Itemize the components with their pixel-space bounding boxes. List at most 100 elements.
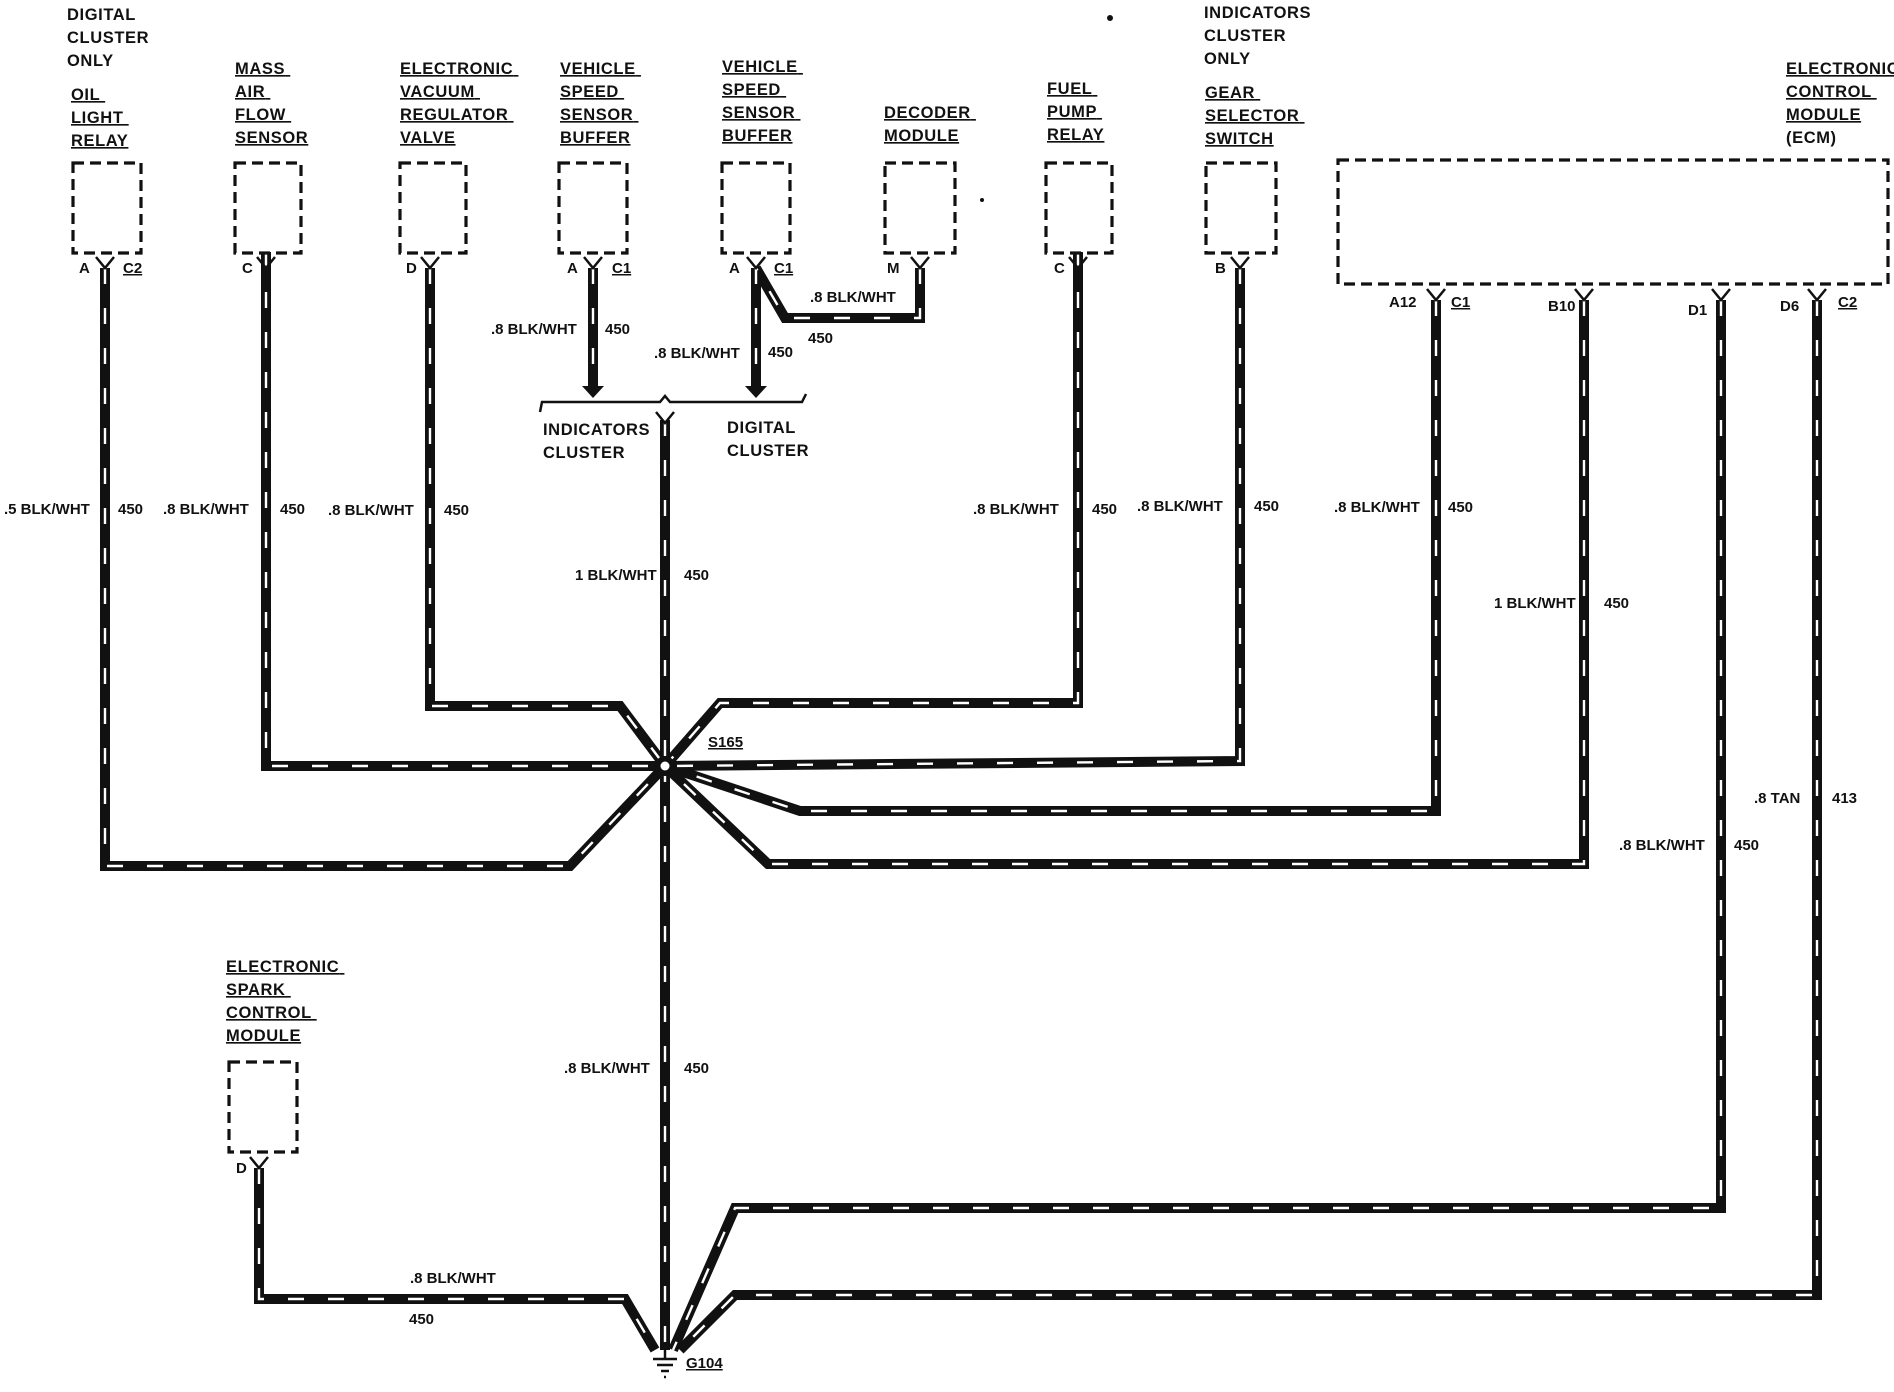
oil-light-relay-note: DIGITAL CLUSTER ONLY: [67, 6, 154, 70]
component-boxes: [71, 158, 1890, 1154]
escm-pin: D: [236, 1160, 247, 1177]
arrow-vss-1: [582, 386, 604, 398]
wire-splice-ground-circuit: 450: [684, 1060, 709, 1077]
wire-ecm-d1-gauge: .8 BLK/WHT: [1619, 837, 1705, 854]
ecm-pin-d6: D6: [1780, 298, 1799, 315]
wire-ecm-d1-tracer: [671, 300, 1723, 1351]
wire-fuel-pump-gauge: .8 BLK/WHT: [973, 501, 1059, 518]
terminal-fuel-pump: [1068, 256, 1088, 270]
gear-selector-switch-pin: B: [1215, 260, 1226, 277]
wire-ecm-a12-gauge: .8 BLK/WHT: [1334, 499, 1420, 516]
wire-gear-selector-circuit: 450: [1254, 498, 1279, 515]
wire-gear-selector-gauge: .8 BLK/WHT: [1137, 498, 1223, 515]
gear-selector-note: INDICATORS CLUSTER ONLY: [1204, 4, 1316, 68]
terminal-gear-selector: [1230, 256, 1250, 270]
terminal-vss-1: [583, 256, 603, 270]
wire-escm-circuit: 450: [409, 1311, 434, 1328]
wire-vss1-gauge: .8 BLK/WHT: [491, 321, 577, 338]
ground-label: G104: [686, 1355, 723, 1372]
wire-ecm-d6-gauge: .8 TAN: [1754, 790, 1800, 807]
wire-gear-selector-tracer: [664, 268, 1242, 768]
vss-buffer-1-connector: C1: [612, 260, 631, 277]
vss-buffer-2-pin: A: [729, 260, 740, 277]
cluster-option-indicators: INDICATORS CLUSTER: [543, 421, 655, 462]
arrow-vss-2: [745, 386, 767, 398]
gear-selector-switch-label: GEAR SELECTOR SWITCH: [1205, 84, 1305, 148]
terminal-vss-2: [746, 256, 766, 270]
vss-buffer-1-label: VEHICLE SPEED SENSOR BUFFER: [560, 60, 641, 147]
gear-selector-switch-box: [1204, 161, 1278, 255]
wire-cluster-trunk-gauge: 1 BLK/WHT: [575, 567, 657, 584]
oil-light-relay-pin: A: [79, 260, 90, 277]
wire-evrv-circuit: 450: [444, 502, 469, 519]
terminal-evrv: [420, 256, 440, 270]
wire-cluster-trunk-circuit: 450: [684, 567, 709, 584]
wire-maf-gauge: .8 BLK/WHT: [163, 501, 249, 518]
ecm-pin-d1: D1: [1688, 302, 1707, 319]
decoder-module-label: DECODER MODULE: [884, 104, 976, 145]
connector-terminals: [95, 256, 1827, 1170]
wire-vss1-circuit: 450: [605, 321, 630, 338]
evrv-label: ELECTRONIC VACUUM REGULATOR VALVE: [400, 60, 518, 147]
terminal-decoder: [910, 256, 930, 270]
terminal-ecm-b10: [1574, 288, 1594, 302]
terminal-maf: [256, 256, 276, 270]
fuel-pump-relay-label: FUEL PUMP RELAY: [1047, 80, 1104, 144]
oil-light-relay-box: [71, 161, 143, 255]
wire-escm: [254, 1168, 660, 1353]
splice-label: S165: [708, 734, 743, 751]
ecm-box: [1336, 158, 1890, 286]
vss-buffer-2-label: VEHICLE SPEED SENSOR BUFFER: [722, 58, 803, 145]
decoder-module-pin: M: [887, 260, 900, 277]
wire-oil-light-circuit: 450: [118, 501, 143, 518]
terminal-escm: [249, 1156, 269, 1170]
wire-oil-light-gauge: .5 BLK/WHT: [4, 501, 90, 518]
wire-splice-ground-gauge: .8 BLK/WHT: [564, 1060, 650, 1077]
cluster-option-digital: DIGITAL CLUSTER: [727, 419, 809, 460]
wire-fuel-pump-circuit: 450: [1092, 501, 1117, 518]
wire-ecm-b10-circuit: 450: [1604, 595, 1629, 612]
wire-ecm-d6-tracer: [679, 300, 1819, 1351]
decoder-module-box: [883, 161, 957, 255]
scan-specks: [980, 15, 1113, 202]
oil-light-relay-label: OIL LIGHT RELAY: [71, 86, 129, 150]
ecm-pin-a12: A12: [1389, 294, 1417, 311]
wire-ecm-d6-circuit: 413: [1832, 790, 1857, 807]
evrv-pin: D: [406, 260, 417, 277]
wire-escm-gauge: .8 BLK/WHT: [410, 1270, 496, 1287]
maf-sensor-label: MASS AIR FLOW SENSOR: [235, 60, 308, 147]
wire-fuel-pump-relay-tracer: [664, 252, 1080, 767]
terminal-ecm-d1: [1711, 288, 1731, 302]
ecm-label: ELECTRONIC CONTROL MODULE: [1786, 60, 1894, 124]
maf-sensor-box: [233, 161, 303, 255]
wire-decoder-gauge: .8 BLK/WHT: [810, 289, 896, 306]
terminal-oil-light-relay: [95, 256, 115, 270]
maf-sensor-pin: C: [242, 260, 253, 277]
terminal-cluster-trunk: [655, 411, 675, 425]
wire-ecm-d1-circuit: 450: [1734, 837, 1759, 854]
fuel-pump-relay-box: [1044, 161, 1114, 255]
wire-maf-circuit: 450: [280, 501, 305, 518]
ecm-label-abbr: (ECM): [1786, 129, 1837, 147]
wire-oil-light-relay-tracer: [103, 268, 666, 868]
evrv-box: [398, 161, 468, 255]
wire-escm-tracer: [257, 1168, 657, 1351]
fuel-pump-relay-pin: C: [1054, 260, 1065, 277]
wire-ecm-b10: [661, 300, 1589, 869]
wire-ecm-a12: [663, 300, 1441, 816]
wire-evrv-tracer: [428, 268, 666, 767]
cluster-option-brace: [538, 393, 808, 413]
cluster-arrows: [582, 386, 767, 398]
ground-g104-icon: [653, 1350, 677, 1379]
terminal-ecm-a12: [1426, 288, 1446, 302]
vss-buffer-1-pin: A: [567, 260, 578, 277]
vss-buffer-1-box: [557, 161, 629, 255]
escm-label: ELECTRONIC SPARK CONTROL MODULE: [226, 958, 344, 1045]
vss-buffer-2-box: [720, 161, 792, 255]
wire-ecm-d1: [668, 300, 1726, 1353]
vss-buffer-2-connector: C1: [774, 260, 793, 277]
escm-box: [227, 1060, 299, 1154]
wire-vss2-gauge: .8 BLK/WHT: [654, 345, 740, 362]
wire-ecm-d6: [676, 300, 1822, 1354]
